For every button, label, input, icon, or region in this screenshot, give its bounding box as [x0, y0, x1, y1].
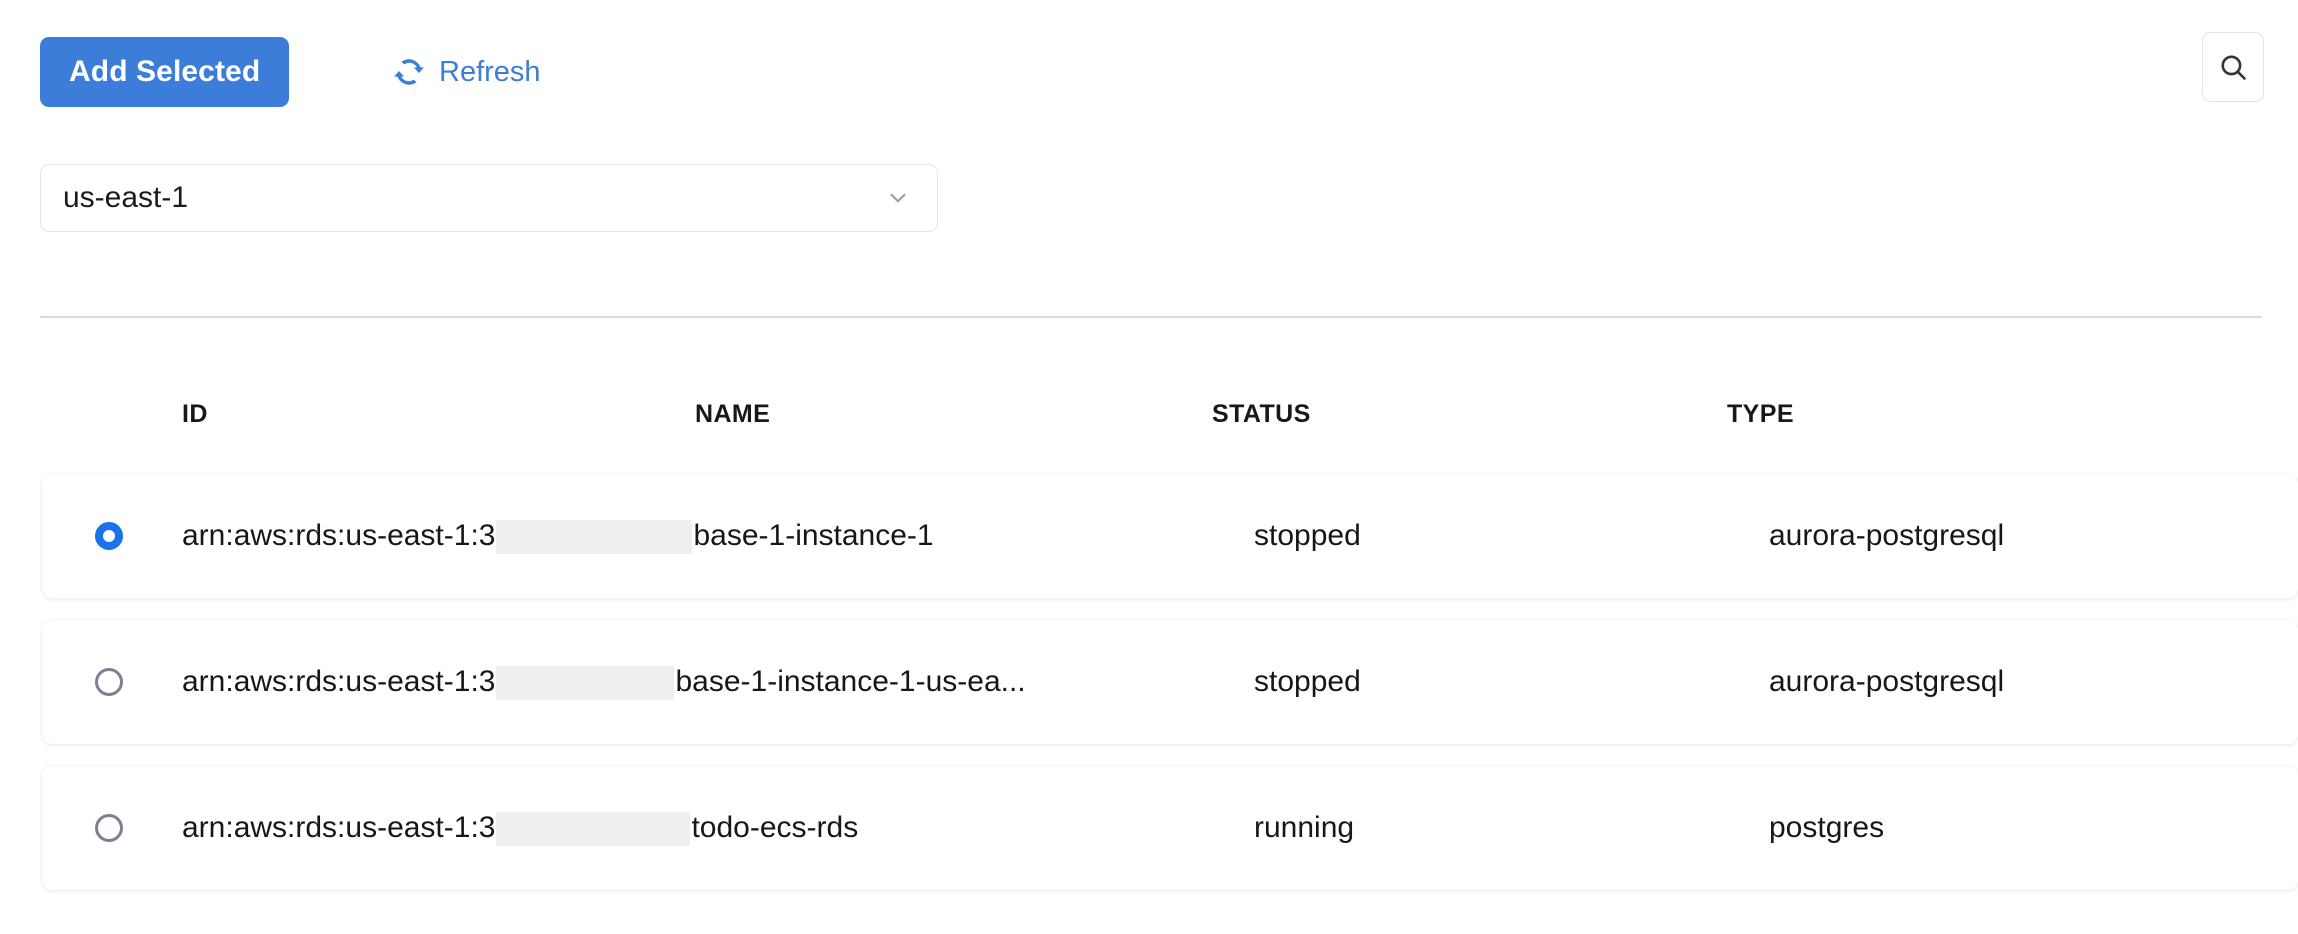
cell-status: stopped [1254, 519, 1361, 552]
redaction-block [496, 812, 691, 846]
region-select[interactable]: us-east-1 [40, 164, 938, 232]
cell-id: arn:aws:rds:us-east-1:3 base-1-instance-… [182, 665, 1026, 700]
cell-status: stopped [1254, 665, 1361, 698]
row-radio-button[interactable] [95, 814, 123, 842]
instances-table: ID NAME STATUS TYPE arn:aws:rds:us-east-… [0, 400, 2298, 912]
cell-id-prefix: arn:aws:rds:us-east-1:3 [182, 811, 496, 844]
table-row[interactable]: arn:aws:rds:us-east-1:3 base-1-instance-… [42, 620, 2298, 744]
column-header-type: TYPE [1727, 400, 1794, 428]
refresh-button[interactable]: Refresh [392, 47, 541, 97]
cell-status: running [1254, 811, 1355, 844]
cell-id-prefix: arn:aws:rds:us-east-1:3 [182, 519, 496, 552]
table-header-row: ID NAME STATUS TYPE [0, 400, 2298, 458]
refresh-icon [392, 55, 426, 89]
cell-id: arn:aws:rds:us-east-1:3 todo-ecs-rds [182, 811, 859, 846]
column-header-status: STATUS [1212, 400, 1311, 428]
column-header-id: ID [182, 400, 208, 428]
cell-id-prefix: arn:aws:rds:us-east-1:3 [182, 665, 496, 698]
cell-id: arn:aws:rds:us-east-1:3 base-1-instance-… [182, 519, 934, 554]
cell-id-suffix: todo-ecs-rds [691, 811, 859, 844]
redaction-block [496, 520, 693, 554]
column-header-name: NAME [695, 400, 771, 428]
search-button[interactable] [2202, 32, 2264, 102]
section-divider [40, 316, 2262, 318]
search-icon [2217, 51, 2250, 84]
cell-type: aurora-postgresql [1769, 519, 2005, 552]
row-radio-button[interactable] [95, 522, 123, 550]
redaction-block [496, 666, 675, 700]
add-selected-button[interactable]: Add Selected [40, 37, 290, 107]
cell-type: aurora-postgresql [1769, 665, 2005, 698]
table-body: arn:aws:rds:us-east-1:3 base-1-instance-… [0, 474, 2298, 890]
row-radio-button[interactable] [95, 668, 123, 696]
table-row[interactable]: arn:aws:rds:us-east-1:3 todo-ecs-rds run… [42, 766, 2298, 890]
table-row[interactable]: arn:aws:rds:us-east-1:3 base-1-instance-… [42, 474, 2298, 598]
toolbar: Add Selected Refresh [0, 0, 2298, 150]
chevron-down-icon [885, 185, 911, 211]
cell-id-suffix: base-1-instance-1-us-ea... [675, 665, 1026, 698]
region-select-value: us-east-1 [63, 181, 189, 214]
cell-type: postgres [1769, 811, 1885, 844]
cell-id-suffix: base-1-instance-1 [693, 519, 934, 552]
refresh-label: Refresh [439, 55, 541, 88]
